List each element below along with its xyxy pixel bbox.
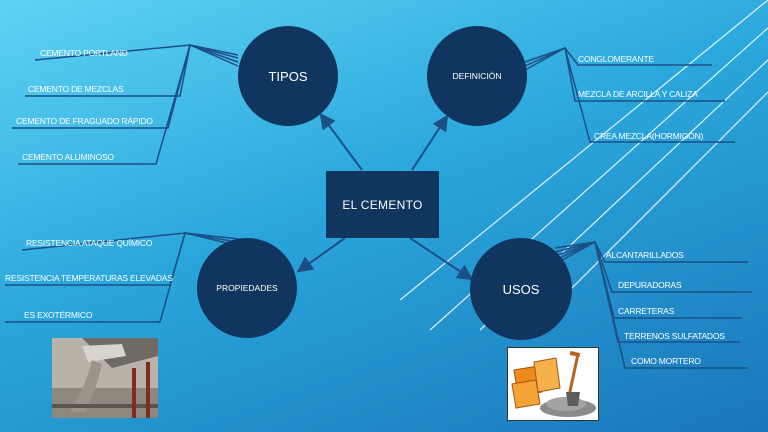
arrow-to-propiedades <box>296 237 346 273</box>
usos-item-alcantarillados: ALCANTARILLADOS <box>606 250 684 260</box>
propiedades-line-3 <box>5 232 249 323</box>
usos-line-2 <box>554 241 752 293</box>
node-tipos: TIPOS <box>238 26 338 126</box>
propiedades-item-temperaturas: RESISTENCIA TEMPERATURAS ELEVADAS <box>5 273 173 283</box>
arrow-to-usos <box>409 237 474 281</box>
usos-item-mortero: COMO MORTERO <box>631 356 701 366</box>
node-usos-label: USOS <box>502 281 540 297</box>
tipos-line-4 <box>18 43 239 165</box>
definicion-item-arcilla-caliza: MEZCLA DE ARCILLA Y CALIZA <box>578 89 698 99</box>
definicion-line-3 <box>524 46 735 143</box>
tipos-item-aluminoso: CEMENTO ALUMINOSO <box>22 152 114 162</box>
node-propiedades: PROPIEDADES <box>197 238 297 338</box>
central-topic-label: EL CEMENTO <box>342 197 423 212</box>
node-usos: USOS <box>470 238 572 340</box>
tipos-item-portland: CEMENTO PORTLAND <box>40 48 128 58</box>
node-propiedades-label: PROPIEDADES <box>216 283 278 293</box>
tipos-line-3 <box>12 44 239 129</box>
definicion-item-hormigon: CREA MEZCLA(HORMIGÓN) <box>594 131 704 141</box>
concrete-pour-icon <box>52 338 158 418</box>
tipos-item-fraguado-rapido: CEMENTO DE FRAGUADO RÁPIDO <box>16 116 153 126</box>
node-definicion-label: DEFINICIÓN <box>452 71 502 81</box>
propiedades-item-ataque-quimico: RESISTENCIA ATAQUE QUÍMICO <box>26 238 153 248</box>
usos-item-carreteras: CARRETERAS <box>618 306 675 316</box>
tipos-line-2 <box>25 44 239 97</box>
usos-line-1 <box>554 241 748 263</box>
node-definicion: DEFINICIÓN <box>427 26 527 126</box>
arrow-to-tipos <box>319 112 363 171</box>
propiedades-item-exotermico: ES EXOTÉRMICO <box>24 310 93 320</box>
arrow-to-definicion <box>411 114 449 171</box>
usos-line-5 <box>554 240 748 369</box>
usos-item-depuradoras: DEPURADORAS <box>618 280 682 290</box>
definicion-item-conglomerante: CONGLOMERANTE <box>578 54 654 64</box>
usos-item-terrenos-sulfatados: TERRENOS SULFATADOS <box>624 331 725 341</box>
tipos-item-mezclas: CEMENTO DE MEZCLAS <box>28 84 124 94</box>
definicion-line-1 <box>524 47 712 66</box>
central-topic-box: EL CEMENTO <box>326 171 439 238</box>
cement-bags-shovel-icon <box>507 347 599 421</box>
node-tipos-label: TIPOS <box>268 68 308 84</box>
definicion-line-2 <box>524 46 725 102</box>
